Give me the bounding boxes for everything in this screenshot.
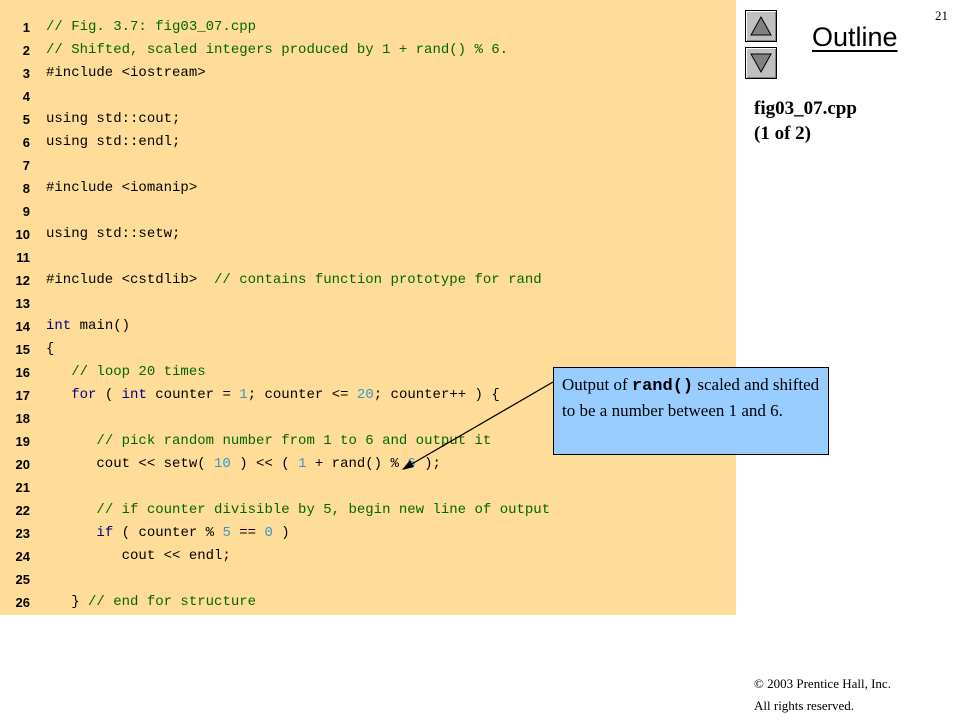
- code-line: 21: [0, 476, 736, 499]
- code-line: 16 // loop 20 times: [0, 361, 736, 384]
- page-indicator: (1 of 2): [754, 123, 811, 144]
- code-line: 20 cout << setw( 10 ) << ( 1 + rand() % …: [0, 453, 736, 476]
- line-number: 21: [15, 480, 30, 495]
- code-text: #include <cstdlib> // contains function …: [46, 272, 542, 288]
- line-number: 10: [15, 227, 30, 242]
- line-number: 9: [22, 204, 30, 219]
- code-line: 22 // if counter divisible by 5, begin n…: [0, 499, 736, 522]
- callout-code: rand(): [631, 377, 694, 396]
- copyright-line-1: © 2003 Prentice Hall, Inc.: [754, 676, 891, 691]
- code-text: using std::endl;: [46, 134, 181, 150]
- line-number: 8: [22, 181, 30, 196]
- line-number: 22: [15, 503, 30, 518]
- line-number: 20: [15, 457, 30, 472]
- code-line: 13: [0, 292, 736, 315]
- next-slide-button[interactable]: [745, 47, 777, 79]
- previous-slide-button[interactable]: [745, 10, 777, 42]
- line-number: 15: [15, 342, 30, 357]
- code-text: cout << setw( 10 ) << ( 1 + rand() % 6 )…: [46, 456, 441, 472]
- code-line: 9: [0, 200, 736, 223]
- code-text: cout << endl;: [46, 548, 231, 564]
- code-panel: 1 // Fig. 3.7: fig03_07.cpp 2 // Shifted, s…: [0, 0, 736, 615]
- outline-title[interactable]: Outline: [812, 22, 898, 52]
- callout-box: Output of rand() scaled and shifted to b…: [553, 367, 829, 455]
- callout-suffix: scaled and shifted to be a number betwee…: [562, 375, 820, 420]
- line-number: 11: [16, 250, 30, 265]
- line-number: 12: [15, 273, 30, 288]
- line-number: 17: [15, 388, 30, 403]
- line-number: 2: [22, 43, 30, 58]
- code-line: 11: [0, 246, 736, 269]
- code-line: 7: [0, 154, 736, 177]
- line-number: 23: [15, 526, 30, 541]
- line-number: 1: [22, 20, 30, 35]
- file-name: fig03_07.cpp: [754, 98, 857, 119]
- code-line: 26 } // end for structure: [0, 591, 736, 614]
- code-text: // loop 20 times: [71, 364, 206, 380]
- line-number: 4: [22, 89, 30, 104]
- code-line: 10 using std::setw;: [0, 223, 736, 246]
- line-number: 6: [22, 135, 30, 150]
- code-line: 18: [0, 407, 736, 430]
- slide-number: 21: [935, 8, 948, 23]
- code-text: // pick random number from 1 to 6 and ou…: [96, 433, 492, 449]
- line-number: 26: [15, 595, 30, 610]
- code-text: {: [46, 341, 55, 357]
- code-text: } // end for structure: [46, 594, 257, 610]
- line-number: 7: [22, 158, 30, 173]
- code-text: using std::setw;: [46, 226, 181, 242]
- code-line: 15 {: [0, 338, 736, 361]
- code-line: 23 if ( counter % 5 == 0 ): [0, 522, 736, 545]
- code-text: // if counter divisible by 5, begin new …: [96, 502, 551, 518]
- code-line: 6 using std::endl;: [0, 131, 736, 154]
- copyright: © 2003 Prentice Hall, Inc. All rights re…: [754, 673, 891, 717]
- line-number: 25: [15, 572, 30, 587]
- line-number: 19: [15, 434, 30, 449]
- code-line: 5 using std::cout;: [0, 108, 736, 131]
- code-line: 8 #include <iomanip>: [0, 177, 736, 200]
- code-line: 4: [0, 85, 736, 108]
- code-text: #include <iomanip>: [46, 180, 198, 196]
- code-text: // Fig. 3.7: fig03_07.cpp: [46, 19, 257, 35]
- code-line: 1 // Fig. 3.7: fig03_07.cpp: [0, 16, 736, 39]
- code-line: 25: [0, 568, 736, 591]
- line-number: 16: [15, 365, 30, 380]
- code-line: 2 // Shifted, scaled integers produced by…: [0, 39, 736, 62]
- line-number: 13: [15, 296, 30, 311]
- line-number: 5: [22, 112, 30, 127]
- code-line: 3 #include <iostream>: [0, 62, 736, 85]
- line-number: 18: [15, 411, 30, 426]
- code-line: 24 cout << endl;: [0, 545, 736, 568]
- line-number: 3: [22, 66, 30, 81]
- callout-prefix: Output of: [562, 375, 632, 394]
- copyright-line-2: All rights reserved.: [754, 698, 855, 713]
- triangle-up-icon: [750, 15, 772, 36]
- line-number: 14: [15, 319, 30, 334]
- triangle-down-icon: [750, 53, 772, 74]
- code-text: int main(): [46, 318, 131, 334]
- code-text: // Shifted, scaled integers produced by …: [46, 42, 509, 58]
- code-text: for ( int counter = 1; counter <= 20; co…: [71, 387, 500, 403]
- code-text: #include <iostream>: [46, 65, 206, 81]
- line-number: 24: [15, 549, 30, 564]
- code-text: using std::cout;: [46, 111, 181, 127]
- file-label: fig03_07.cpp (1 of 2): [754, 96, 857, 146]
- code-line: 14 int main(): [0, 315, 736, 338]
- code-text: if ( counter % 5 == 0 ): [96, 525, 290, 541]
- code-line: 12 #include <cstdlib> // contains functio…: [0, 269, 736, 292]
